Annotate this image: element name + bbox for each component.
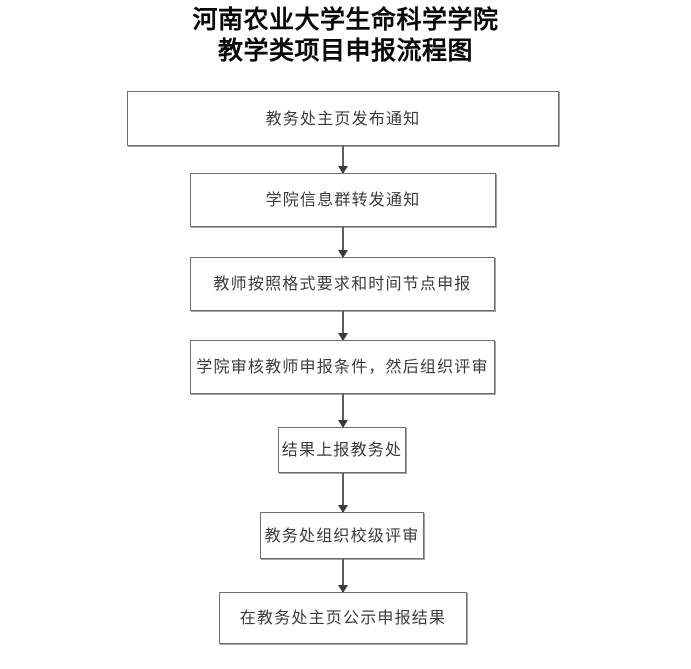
arrow-down-icon — [338, 585, 348, 593]
flow-node-7: 在教务处主页公示申报结果 — [219, 592, 467, 644]
flow-connector-2 — [338, 227, 348, 258]
flow-connector-6 — [338, 559, 348, 593]
flow-node-3: 教师按照格式要求和时间节点申报 — [190, 257, 495, 311]
arrow-down-icon — [338, 505, 348, 513]
flow-node-6: 教务处组织校级评审 — [260, 512, 424, 559]
arrow-down-icon — [338, 333, 348, 341]
flow-connector-5 — [338, 473, 348, 513]
flow-node-7-label: 在教务处主页公示申报结果 — [239, 608, 447, 627]
arrow-down-icon — [338, 420, 348, 428]
flow-node-4-label: 学院审核教师申报条件，然后组织评审 — [196, 357, 489, 376]
flow-node-2: 学院信息群转发通知 — [190, 173, 496, 227]
flow-node-5-label: 结果上报教务处 — [281, 440, 403, 459]
title-line-2: 教学类项目申报流程图 — [217, 36, 473, 65]
flow-node-3-label: 教师按照格式要求和时间节点申报 — [213, 274, 472, 293]
flow-node-5: 结果上报教务处 — [278, 427, 406, 473]
flow-node-4: 学院审核教师申报条件，然后组织评审 — [190, 340, 495, 394]
flow-node-1-label: 教务处主页发布通知 — [265, 108, 421, 128]
flow-connector-1 — [338, 146, 348, 174]
document-title: 河南农业大学生命科学学院 教学类项目申报流程图 — [0, 0, 691, 66]
flow-connector-4 — [338, 394, 348, 428]
flow-node-2-label: 学院信息群转发通知 — [265, 190, 421, 209]
flow-node-1: 教务处主页发布通知 — [127, 91, 559, 146]
title-line-1: 河南农业大学生命科学学院 — [192, 5, 499, 34]
arrow-down-icon — [338, 250, 348, 258]
arrow-down-icon — [338, 166, 348, 174]
flow-node-6-label: 教务处组织校级评审 — [264, 525, 420, 545]
flow-connector-3 — [338, 311, 348, 341]
